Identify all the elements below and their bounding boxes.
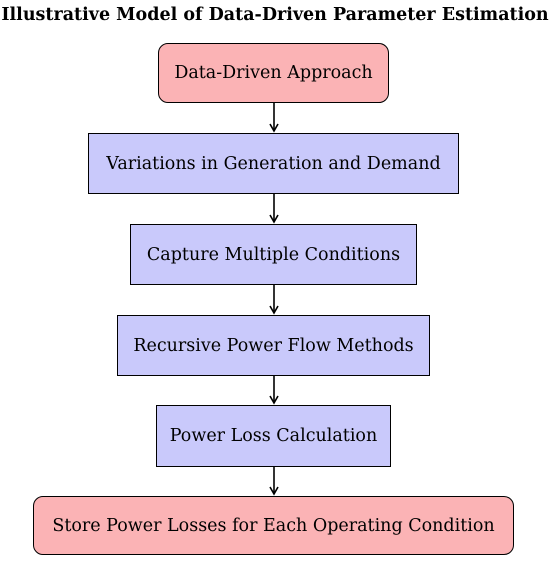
node-variations-in-generation-and-demand: Variations in Generation and Demand [88,133,459,194]
node-capture-multiple-conditions: Capture Multiple Conditions [130,224,417,285]
node-recursive-power-flow-methods: Recursive Power Flow Methods [117,315,430,376]
diagram-title: Illustrative Model of Data-Driven Parame… [1,5,549,25]
node-store-power-losses: Store Power Losses for Each Operating Co… [33,496,514,555]
node-data-driven-approach: Data-Driven Approach [158,43,389,103]
node-power-loss-calculation: Power Loss Calculation [156,405,391,467]
